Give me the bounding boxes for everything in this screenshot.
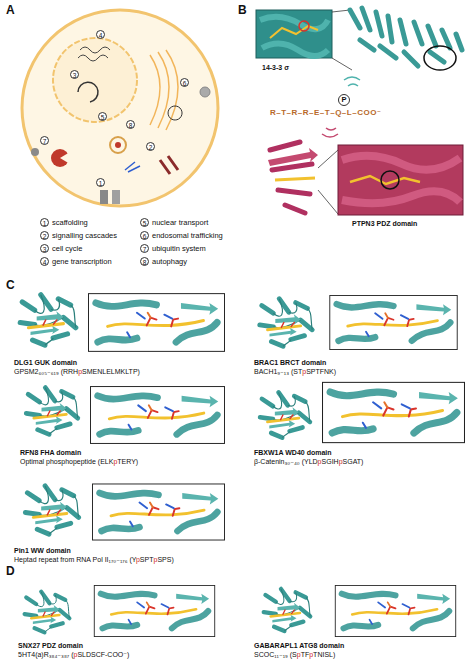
callout-number: 2 [146,142,155,151]
domain-name: FBXW1A WD40 domain [254,448,332,457]
domain-name: PTPN3 PDZ domain [352,219,417,228]
panel-letter: C [6,278,15,292]
phospho-mark: p [153,556,157,563]
legend-number: 3 [40,244,49,253]
legend-number: 1 [40,218,49,227]
legend-text: ubiquitin system [152,244,206,253]
panel-letter: A [6,3,15,17]
callout-number: 1 [96,178,105,187]
callout-number: 3 [70,70,79,79]
phospho-mark: p [78,368,82,375]
legend-number: 8 [140,257,149,266]
phospho-mark: p [73,651,77,658]
legend-text: cell cycle [52,244,82,253]
phospho-mark: p [297,651,301,658]
peptide-label: Heptad repeat from RNA Pol II₁₇₀₋₁₇₆ (Yp… [14,555,174,564]
peptide-label: SCOC₁₁₋₁₉ (SpTFpTNISL) [254,650,335,659]
callout-number: 5 [98,112,107,121]
legend-text: nuclear transport [152,218,208,227]
legend-text: signalling cascades [52,231,117,240]
callout-number: 7 [40,136,49,145]
domain-name: DLG1 GUK domain [14,358,77,367]
legend-text: endosomal trafficking [152,231,223,240]
legend-number: 2 [40,231,49,240]
domain-name: BRAC1 BRCT domain [254,358,326,367]
legend-text: scaffolding [52,218,88,227]
phospho-mark: p [113,458,117,465]
domain-name: SNX27 PDZ domain [18,641,83,650]
peptide-label: β-Catenin₃₀₋₄₀ (YLDpSGIHpSGAT) [254,457,363,466]
phospho-mark: p [339,458,343,465]
peptide-label: 5HT4(a)R₃₈₄₋₃₈₇ (pSLDSCF-COO⁻) [18,650,129,659]
legend-number: 6 [140,231,149,240]
phospho-mark: p [302,368,306,375]
panel-letter: D [6,564,15,578]
callout-number: 6 [180,78,189,87]
legend-number: 4 [40,257,49,266]
domain-name: Pin1 WW domain [14,546,71,555]
phospho-mark: p [309,651,313,658]
phospho-mark: p [136,556,140,563]
legend-text: autophagy [152,257,187,266]
peptide-label: BACH1₉₋₁₃ (STpSPTFNK) [254,367,336,376]
domain-name: GABARAPL1 ATG8 domain [254,641,344,650]
phospho-mark: p [318,458,322,465]
peptide-sequence: R–T–R–R–E–T–Q–L–COO⁻ [270,108,382,117]
peptide-label: GPSM2₆₀₅₋₆₁₉ (RRHpSMENLELMKLTP) [14,367,140,376]
callout-number: 8 [126,120,135,129]
phospho-symbol: P [338,94,350,106]
panel-letter: B [238,3,247,17]
domain-name: 14-3-3 σ [262,63,289,72]
peptide-label: Optimal phosphopeptide (ELKpTERY) [20,457,138,466]
legend-number: 7 [140,244,149,253]
legend-number: 5 [140,218,149,227]
callout-number: 4 [96,30,105,39]
legend-text: gene transcription [52,257,112,266]
domain-name: RFN8 FHA domain [20,448,81,457]
